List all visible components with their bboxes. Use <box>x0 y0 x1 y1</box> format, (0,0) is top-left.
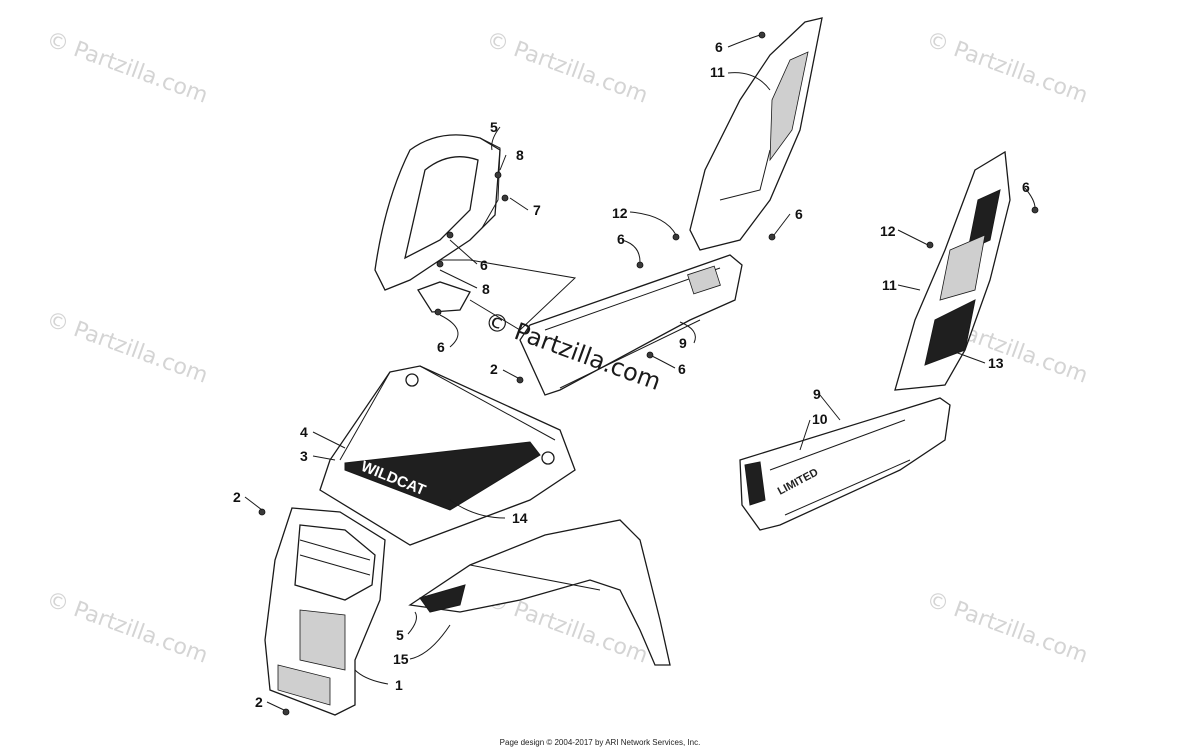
callout-9: 9 <box>679 335 687 351</box>
page-footer: Page design © 2004-2017 by ARI Network S… <box>499 738 701 747</box>
callout-11: 11 <box>882 277 897 293</box>
callout-12: 12 <box>612 205 628 221</box>
callout-2: 2 <box>233 489 241 505</box>
callout-2: 2 <box>490 361 498 377</box>
callout-6: 6 <box>480 257 488 273</box>
callout-5: 5 <box>396 627 404 643</box>
callout-leaders <box>244 34 1036 711</box>
watermark-bottom-left: © Partzilla.com <box>43 587 211 669</box>
callout-labels: 6 11 5 8 7 6 8 6 12 6 6 9 6 2 6 12 11 13… <box>233 39 1030 710</box>
callout-15: 15 <box>393 651 409 667</box>
callout-8: 8 <box>482 281 490 297</box>
part-9-rh-lower-bracket <box>519 254 743 396</box>
fasteners <box>258 31 1039 716</box>
callout-6: 6 <box>678 361 686 377</box>
watermark-top-left: © Partzilla.com <box>43 27 211 109</box>
callout-13: 13 <box>988 355 1004 371</box>
callout-12: 12 <box>880 223 896 239</box>
callout-1: 1 <box>395 677 403 693</box>
callout-8: 8 <box>516 147 524 163</box>
callout-7: 7 <box>533 202 541 218</box>
watermark-bottom-right: © Partzilla.com <box>923 587 1091 669</box>
callout-9: 9 <box>813 386 821 402</box>
callout-11: 11 <box>710 64 725 80</box>
callout-6: 6 <box>715 39 723 55</box>
callout-4: 4 <box>300 424 308 440</box>
callout-6: 6 <box>437 339 445 355</box>
part-3-hood: WILDCAT TRAIL <box>319 365 576 546</box>
part-9-lh-lower-panel: LIMITED <box>739 397 951 531</box>
watermark-middle-left: © Partzilla.com <box>43 307 211 389</box>
part-5-upper-panel <box>374 134 577 331</box>
callout-6: 6 <box>617 231 625 247</box>
callout-10: 10 <box>812 411 828 427</box>
callout-14: 14 <box>512 510 528 526</box>
callout-6: 6 <box>1022 179 1030 195</box>
watermark-top-center: © Partzilla.com <box>483 27 651 109</box>
callout-5: 5 <box>490 119 498 135</box>
callout-2: 2 <box>255 694 263 710</box>
part-15-fender <box>408 519 671 666</box>
callout-3: 3 <box>300 448 308 464</box>
watermark-top-right: © Partzilla.com <box>923 27 1091 109</box>
part-11-rh-upper-panel <box>689 17 823 251</box>
callout-6: 6 <box>795 206 803 222</box>
part-11-lh-upper-panel <box>894 150 1011 391</box>
part-1-front-grille <box>264 507 386 716</box>
